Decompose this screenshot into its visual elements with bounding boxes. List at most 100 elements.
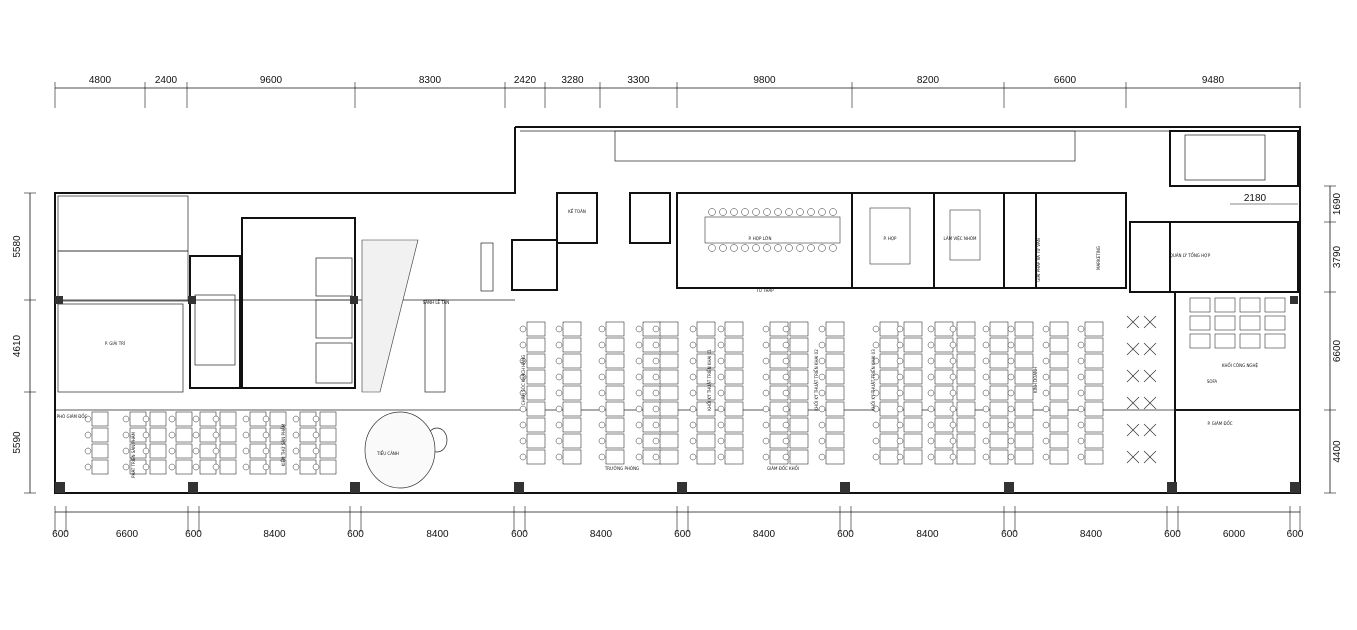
chair [1077, 421, 1085, 429]
chair [519, 389, 527, 397]
dim-top-label: 3280 [561, 75, 584, 86]
chair [982, 405, 990, 413]
desk [659, 401, 679, 417]
chair [762, 421, 770, 429]
chair [752, 244, 760, 252]
chair [730, 208, 738, 216]
desk [989, 417, 1009, 433]
desk [562, 369, 582, 385]
chair [635, 405, 643, 413]
desk [219, 459, 237, 475]
desk [1264, 297, 1286, 313]
chair [782, 453, 790, 461]
desk [696, 321, 716, 337]
chair [762, 325, 770, 333]
chair [1077, 325, 1085, 333]
column [1167, 482, 1177, 493]
desk [696, 401, 716, 417]
desk [825, 353, 845, 369]
dim-right-label: 4400 [1332, 440, 1343, 463]
chair [1042, 437, 1050, 445]
chair [519, 437, 527, 445]
column [1004, 482, 1014, 493]
chair [312, 463, 320, 471]
chair [598, 389, 606, 397]
chair [652, 357, 660, 365]
chair [717, 421, 725, 429]
building-walls [54, 126, 1301, 494]
chair [872, 437, 880, 445]
desk [319, 427, 337, 443]
column [1290, 482, 1300, 493]
chair [741, 244, 749, 252]
chair [635, 389, 643, 397]
chair [782, 357, 790, 365]
chair [598, 421, 606, 429]
desk [956, 417, 976, 433]
desk [825, 337, 845, 353]
chair [598, 357, 606, 365]
chair [982, 437, 990, 445]
chair [1007, 437, 1015, 445]
dim-bottom-label: 8400 [263, 529, 286, 540]
desk [319, 411, 337, 427]
desk [562, 449, 582, 465]
desk [1014, 433, 1034, 449]
dim-top-label: 9480 [1202, 75, 1225, 86]
desk [1049, 353, 1069, 369]
desk [1189, 297, 1211, 313]
dim-inner-label: 2180 [1244, 193, 1267, 204]
desk [956, 401, 976, 417]
chair [982, 453, 990, 461]
label-dev-3: KHỐI KỸ THUẬT TRIỂN KHAI 03 [871, 349, 876, 411]
desk [219, 443, 237, 459]
desk [562, 433, 582, 449]
desk [175, 443, 193, 459]
label-sofa: SOFA [1207, 379, 1218, 384]
label-dev-2: KHỐI KỸ THUẬT TRIỂN KHAI 02 [814, 349, 819, 411]
chair [1042, 373, 1050, 381]
desk [175, 411, 193, 427]
chair [242, 463, 250, 471]
chair [872, 325, 880, 333]
desk [1239, 333, 1261, 349]
label-department-head: GIÁM ĐỐC KHỐI [767, 466, 799, 471]
dim-right-label: 1690 [1332, 192, 1343, 215]
chair [807, 244, 815, 252]
desk [1084, 321, 1104, 337]
chair [689, 405, 697, 413]
chair [1042, 325, 1050, 333]
desk [696, 385, 716, 401]
chair [1042, 453, 1050, 461]
chair [818, 405, 826, 413]
chair [1042, 405, 1050, 413]
chair [872, 373, 880, 381]
desk [989, 321, 1009, 337]
chair [1077, 437, 1085, 445]
dim-bottom-label: 600 [674, 529, 691, 540]
dim-bottom-label: 8400 [753, 529, 776, 540]
desk [605, 449, 625, 465]
chair [818, 325, 826, 333]
label-business: KINH DOANH [1033, 367, 1038, 393]
desk [789, 337, 809, 353]
chair [927, 325, 935, 333]
desk [989, 369, 1009, 385]
desk [789, 433, 809, 449]
desk [1014, 417, 1034, 433]
chair [652, 373, 660, 381]
desk [1014, 401, 1034, 417]
column [55, 482, 65, 493]
desk [1049, 433, 1069, 449]
desk [562, 385, 582, 401]
desk [1084, 353, 1104, 369]
desk [562, 321, 582, 337]
chair [762, 373, 770, 381]
chair [717, 373, 725, 381]
chair [519, 325, 527, 333]
chair [818, 389, 826, 397]
desk [903, 337, 923, 353]
chair [652, 453, 660, 461]
chair [982, 373, 990, 381]
dim-bottom-label: 600 [511, 529, 528, 540]
